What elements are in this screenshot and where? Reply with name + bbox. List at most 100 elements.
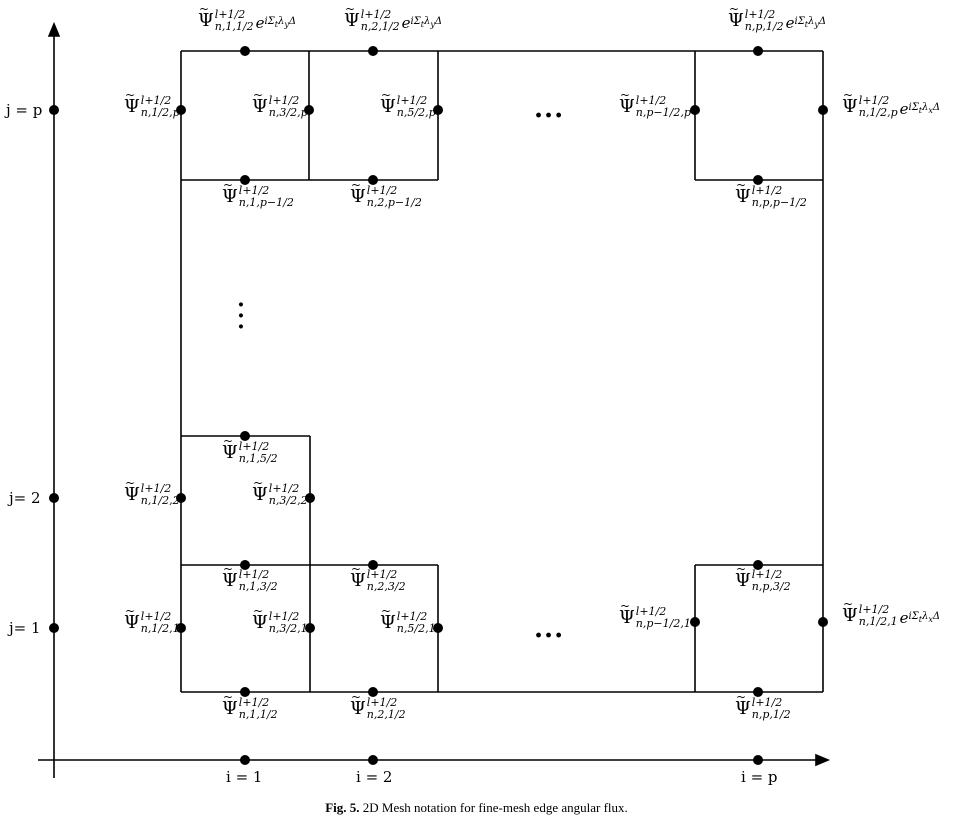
node-j1-32 [305,623,315,633]
tilde-accent: ~ [351,690,362,704]
flux-subscript: n,p−1/2,p [635,106,691,119]
psi-symbol: ~Ψ [380,89,396,116]
flux-subscript: n,3/2,p [268,106,308,119]
node-pb-p [753,175,763,185]
flux-subscript: n,1/2,1 [858,615,898,628]
flux-subscript: n,p−1/2,1 [635,617,691,630]
psi-glyph: Ψ [350,570,366,591]
psi-glyph: Ψ [842,96,858,117]
flux-superscript: l+1/2 [751,696,783,709]
tilde-accent: ~ [736,690,747,704]
node-p-pm [690,105,700,115]
flux-superscript: l+1/2 [268,482,300,495]
node-c-152 [240,431,250,441]
psi-symbol: ~Ψ [619,89,635,117]
psi-symbol: ~Ψ [124,477,140,504]
tilde-accent: ~ [381,604,392,618]
y-axis-arrowhead [47,21,61,37]
psi-glyph: Ψ [222,442,238,463]
node-b-1 [240,687,250,697]
exp-power: iΣtλyΔ [410,16,443,29]
flux-superscript: l+1/2 [268,94,300,107]
exp-base: e [785,14,795,32]
ellipsis-vertical: ··· [237,292,245,340]
psi-glyph: Ψ [380,612,396,633]
flux-superscript: l+1/2 [140,94,172,107]
psi-glyph: Ψ [728,10,744,31]
tilde-accent: ~ [351,562,362,576]
psi-glyph: Ψ [252,612,268,633]
psi-glyph: Ψ [350,186,366,207]
tilde-accent: ~ [253,604,264,618]
psi-symbol: ~Ψ [124,89,140,116]
psi-symbol: ~Ψ [344,3,360,31]
exp-power: iΣtλyΔ [264,16,297,29]
flux-superscript: l+1/2 [396,610,428,623]
flux-subscript: n,1/2,p [858,106,898,119]
exp-power: iΣtλxΔ [908,611,941,624]
axis-label-j-2: j= 2 [9,489,41,507]
exp-base: e [899,100,909,118]
exp-power: iΣtλyΔ [794,16,827,29]
node-j1-pm [690,617,700,627]
node-j1-left [176,623,186,633]
flux-superscript: l+1/2 [635,605,667,618]
flux-superscript: l+1/2 [268,610,300,623]
psi-glyph: Ψ [350,698,366,719]
flux-subscript: n,2,3/2 [366,580,406,593]
flux-superscript: l+1/2 [238,568,270,581]
flux-superscript: l+1/2 [744,8,776,21]
psi-glyph: Ψ [222,570,238,591]
exp-base: e [255,14,265,32]
node-pb-1 [240,175,250,185]
tilde-accent: ~ [736,178,747,192]
psi-symbol: ~Ψ [619,600,635,627]
node-top-2 [368,46,378,56]
x-axis-arrowhead [815,753,831,767]
tilde-accent: ~ [253,476,264,490]
tilde-accent: ~ [345,2,356,16]
flux-subscript: n,p,3/2 [751,580,791,593]
x-tick-i-2 [368,755,378,765]
node-p-52 [433,105,443,115]
psi-glyph: Ψ [344,10,360,31]
node-p-32 [304,105,314,115]
node-c-232 [368,560,378,570]
psi-symbol: ~Ψ [222,179,238,206]
node-top-p [753,46,763,56]
psi-glyph: Ψ [619,96,635,117]
tilde-accent: ~ [125,604,136,618]
flux-superscript: l+1/2 [238,696,270,709]
psi-symbol: ~Ψ [252,605,268,633]
flux-subscript: n,1/2,2 [140,494,180,507]
node-top-1 [240,46,250,56]
ellipsis-top-row: ... [534,94,565,124]
node-j2-left [176,493,186,503]
node-p-right [818,105,828,115]
tilde-accent: ~ [351,178,362,192]
psi-glyph: Ψ [124,612,140,633]
psi-symbol: ~Ψ [842,598,858,625]
psi-symbol: ~Ψ [735,563,751,590]
flux-superscript: l+1/2 [214,8,246,21]
flux-superscript: l+1/2 [366,184,398,197]
axis-label-i-1: i = 1 [226,768,263,786]
flux-superscript: l+1/2 [360,8,392,21]
tilde-accent: ~ [223,690,234,704]
exponential-factor: eiΣtλxΔ [900,102,940,117]
psi-symbol: ~Ψ [124,605,140,633]
psi-glyph: Ψ [222,698,238,719]
